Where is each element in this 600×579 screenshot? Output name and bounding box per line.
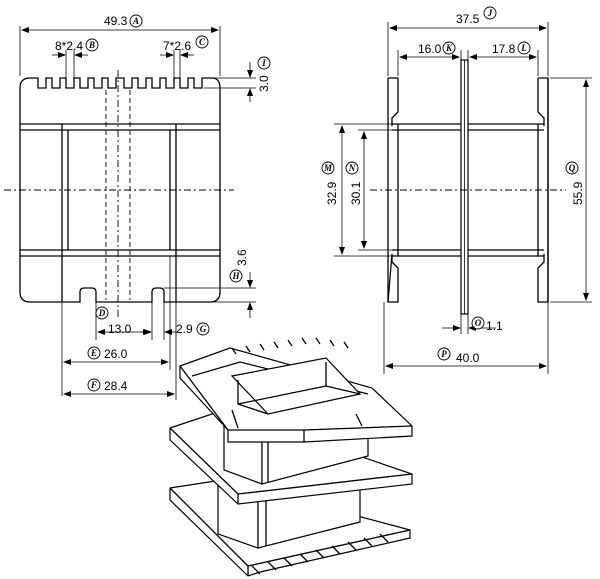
dim-Q-letter: Q (569, 163, 576, 173)
side-left-flange (387, 77, 399, 303)
dim-C-letter: C (199, 37, 206, 47)
dim-N-letter: N (348, 163, 356, 173)
dim-E-letter: E (90, 348, 97, 358)
isometric-exploded-view (169, 337, 413, 577)
dim-A-value: 49.3 (104, 14, 128, 28)
dim-Q-value: 55.9 (571, 181, 585, 205)
dim-H-letter: H (231, 271, 240, 281)
dim-I-value: 3.0 (257, 75, 271, 92)
front-view-outline (19, 77, 221, 303)
dim-O-letter: O (475, 318, 482, 328)
dim-B-value: 8*2.4 (55, 39, 83, 53)
dim-L-value: 17.8 (492, 42, 516, 56)
front-view (4, 70, 234, 318)
dim-M-value: 32.9 (325, 181, 339, 205)
side-view-dimensions: 37.5 J 16.0 K 17.8 L 32.9 M 30.1 N (321, 6, 592, 374)
dim-J-value: 37.5 (456, 12, 480, 26)
dim-H-value: 3.6 (235, 249, 249, 266)
dim-G-value: 2.9 (176, 322, 193, 336)
dim-J-letter: J (487, 8, 493, 18)
dim-L-letter: L (520, 43, 527, 53)
dim-D-value: 13.0 (108, 322, 132, 336)
dim-G-letter: G (200, 324, 207, 334)
dim-M-letter: M (323, 163, 333, 173)
dim-K-letter: K (445, 43, 453, 53)
dim-I-letter: I (261, 58, 266, 68)
dim-D-letter: D (98, 308, 106, 318)
dim-P-value: 40.0 (456, 351, 480, 365)
dim-E-value: 26.0 (104, 347, 128, 361)
dim-F-letter: F (90, 380, 97, 390)
dim-C-value: 7*2.6 (163, 39, 191, 53)
side-view (370, 59, 566, 315)
dim-P-letter: P (441, 349, 447, 359)
dim-A-letter: A (132, 16, 139, 26)
front-view-dimensions: 49.3 A 8*2.4 B 7*2.6 C 3.0 I 3.6 H (19, 14, 271, 400)
dim-N-value: 30.1 (349, 181, 363, 205)
dim-O-value: 1.1 (486, 319, 503, 333)
dim-B-letter: B (88, 40, 95, 50)
dim-K-value: 16.0 (418, 42, 442, 56)
dim-F-value: 28.4 (104, 379, 128, 393)
